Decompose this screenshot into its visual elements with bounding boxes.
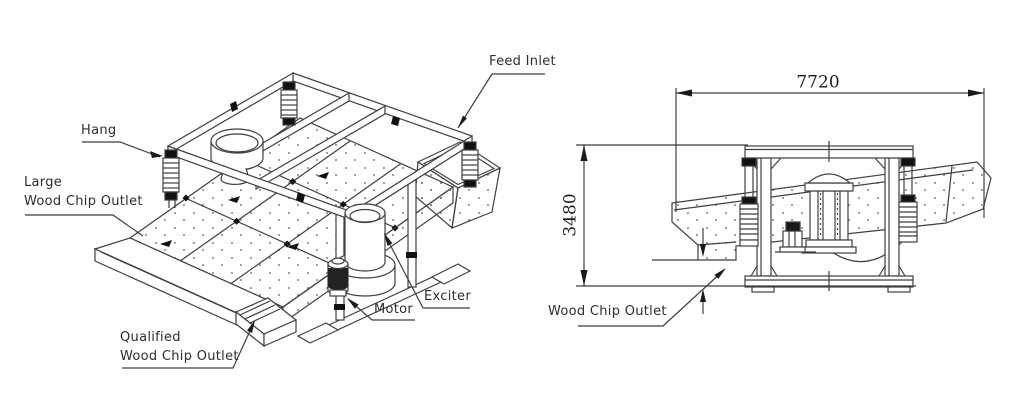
label-qualified-outlet-line2: Wood Chip Outlet <box>120 349 239 364</box>
label-qualified-outlet-line1: Qualified <box>120 330 181 345</box>
label-large-outlet-line2: Wood Chip Outlet <box>24 194 143 209</box>
label-feed-inlet: Feed Inlet <box>489 54 556 69</box>
dimension-lines <box>576 88 985 314</box>
label-hang: Hang <box>81 123 117 138</box>
dimension-overall-height: 3480 <box>560 193 581 237</box>
isometric-view-drawing <box>25 71 545 369</box>
label-large-outlet-line1: Large <box>24 175 63 190</box>
side-view-drawing <box>576 88 992 327</box>
dimension-overall-length: 7720 <box>796 72 840 93</box>
flow-arrows <box>160 172 329 250</box>
iso-leader-lines <box>25 73 545 369</box>
label-motor: Motor <box>374 302 414 317</box>
label-wood-chip-outlet: Wood Chip Outlet <box>548 304 667 319</box>
label-exciter: Exciter <box>424 289 471 304</box>
side-hanger-springs <box>739 157 918 247</box>
side-leader-lines <box>578 268 726 327</box>
